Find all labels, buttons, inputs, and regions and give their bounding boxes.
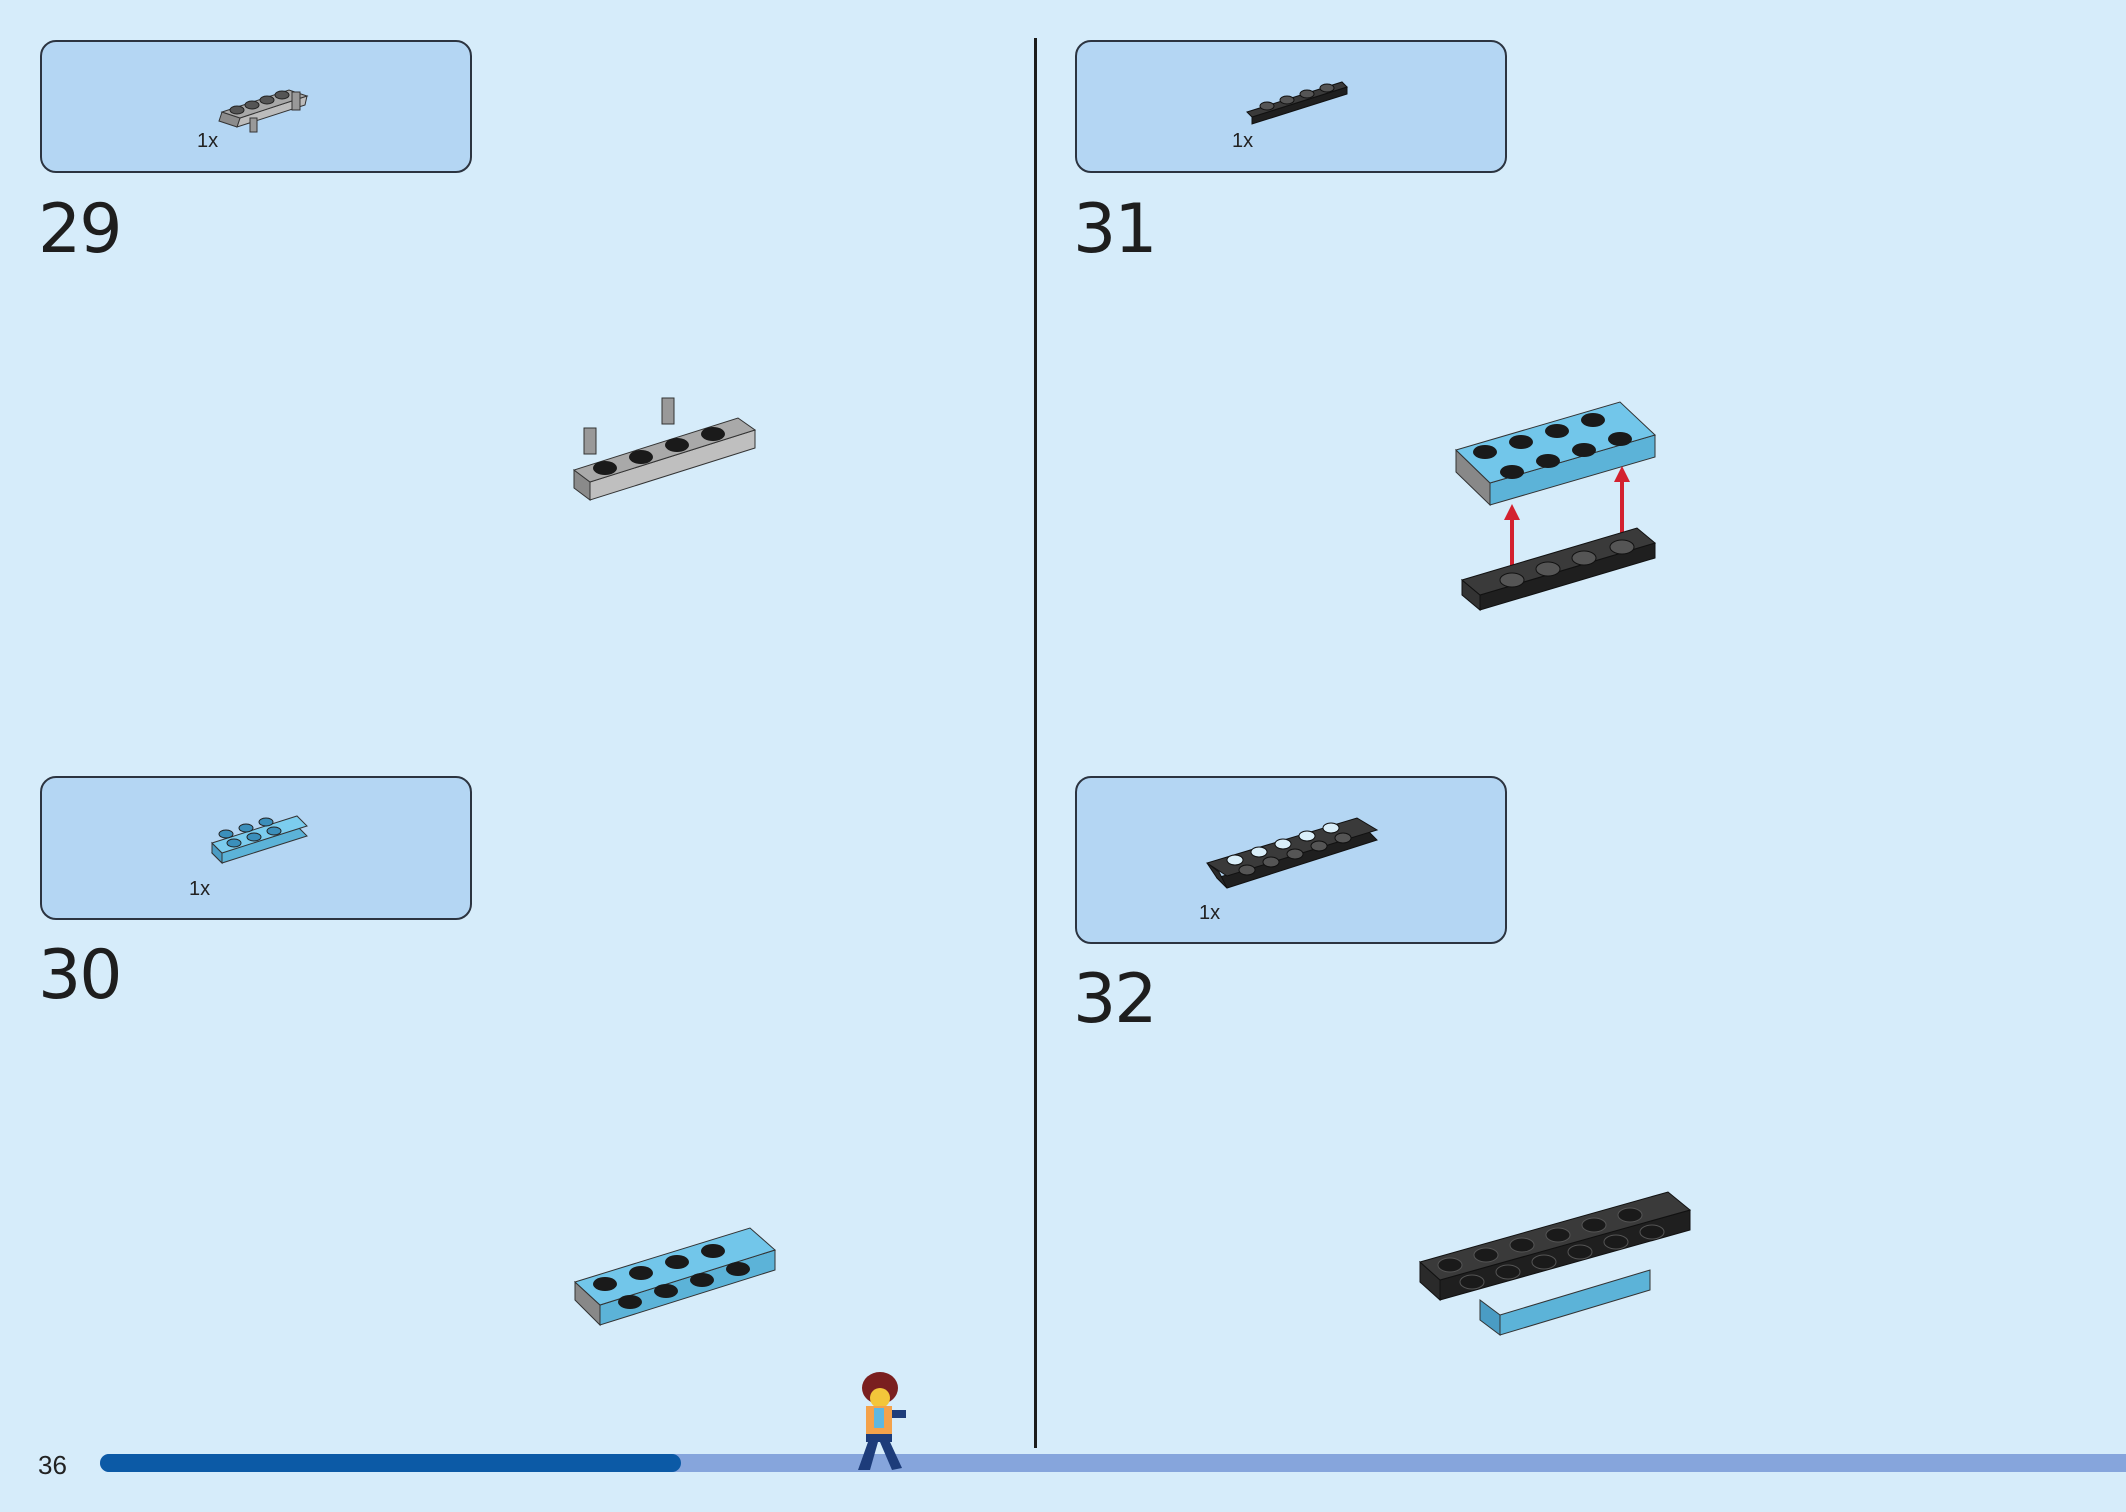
step-29-parts-box: 1x <box>40 40 472 173</box>
step-29-number: 29 <box>38 190 123 269</box>
black-plate-with-holes-icon <box>1205 817 1379 889</box>
step-30-number: 30 <box>38 936 123 1015</box>
step-31-model <box>1455 401 1657 612</box>
step-32-model <box>1418 1191 1692 1336</box>
step-30-parts-box: 1x <box>40 776 472 920</box>
step-32-qty: 1x <box>1199 902 1221 924</box>
step-30-model <box>574 1227 776 1327</box>
black-plate-1x4-icon <box>1246 81 1348 125</box>
step-31-parts-box: 1x <box>1075 40 1507 173</box>
step-29-qty: 1x <box>197 130 219 152</box>
step-32-number: 32 <box>1073 960 1158 1039</box>
minifigure-progress-marker-icon <box>858 1372 906 1470</box>
step-30-qty: 1x <box>189 878 211 900</box>
step-29-model <box>572 397 757 501</box>
gray-plate-with-clips-icon <box>218 89 309 133</box>
step-32-parts-box: 1x <box>1075 776 1507 944</box>
step-31-qty: 1x <box>1232 130 1254 152</box>
progress-bar-fill <box>100 1454 681 1472</box>
progress-bar <box>100 1454 2126 1472</box>
page-divider <box>1034 38 1037 1448</box>
page-number: 36 <box>38 1450 67 1480</box>
blue-plate-icon <box>211 815 308 865</box>
step-31-number: 31 <box>1073 190 1158 269</box>
